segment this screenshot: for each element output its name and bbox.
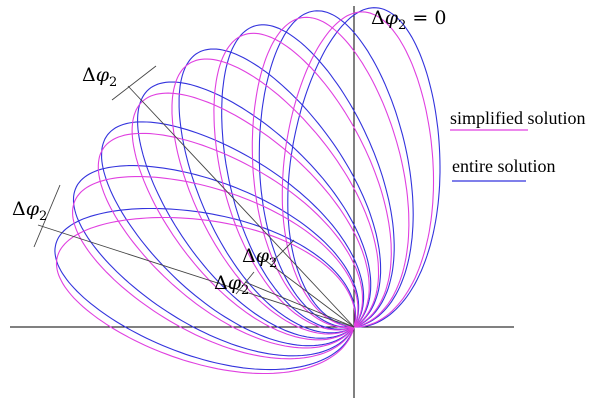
svg-text:Δφ2 = 0: Δφ2 = 0 (371, 7, 446, 33)
svg-text:Δφ2: Δφ2 (12, 198, 47, 224)
svg-text:Δφ2: Δφ2 (214, 272, 249, 298)
entire-loop-5 (137, 81, 372, 339)
legend: simplified solution entire solution (450, 108, 586, 182)
angle-guides (33, 65, 355, 328)
guide-tick-upper (111, 65, 157, 101)
simplified-loop-4 (171, 58, 380, 335)
entire-loop-1 (287, 7, 441, 328)
entire-loop-8 (54, 207, 357, 371)
guide-tick-mid (271, 239, 295, 263)
guide-tick-lower (33, 184, 61, 248)
entire-loop-7 (72, 165, 360, 357)
entire-loop-4 (178, 48, 382, 334)
simplified-loop-7 (72, 175, 359, 360)
simplified-loop-1 (281, 11, 435, 328)
legend-simplified-label: simplified solution (450, 108, 586, 128)
guide-ray-upper (127, 85, 355, 328)
guide-tick-inner (235, 271, 255, 295)
label-delta-phi2-mid: Δφ2 (242, 245, 277, 271)
svg-text:Δφ2: Δφ2 (242, 245, 277, 271)
entire-solution-curves (54, 7, 441, 371)
label-delta-phi2-zero: Δφ2 = 0 (371, 7, 446, 33)
svg-text:Δφ2: Δφ2 (82, 64, 117, 90)
label-delta-phi2-lower: Δφ2 (12, 198, 47, 224)
label-delta-phi2-upper: Δφ2 (82, 64, 117, 90)
simplified-loop-6 (97, 132, 364, 349)
label-delta-phi2-inner: Δφ2 (214, 272, 249, 298)
guide-ray-inner (244, 281, 355, 328)
guide-ray-lower (37, 224, 355, 328)
legend-entire-label: entire solution (452, 156, 555, 176)
entire-loop-3 (221, 24, 395, 330)
simplified-loop-3 (213, 32, 392, 331)
guide-ray-mid (257, 254, 355, 328)
simplified-loop-8 (55, 216, 356, 375)
simplified-loop-2 (251, 16, 410, 329)
entire-loop-6 (101, 121, 365, 347)
entire-loop-2 (258, 10, 414, 328)
